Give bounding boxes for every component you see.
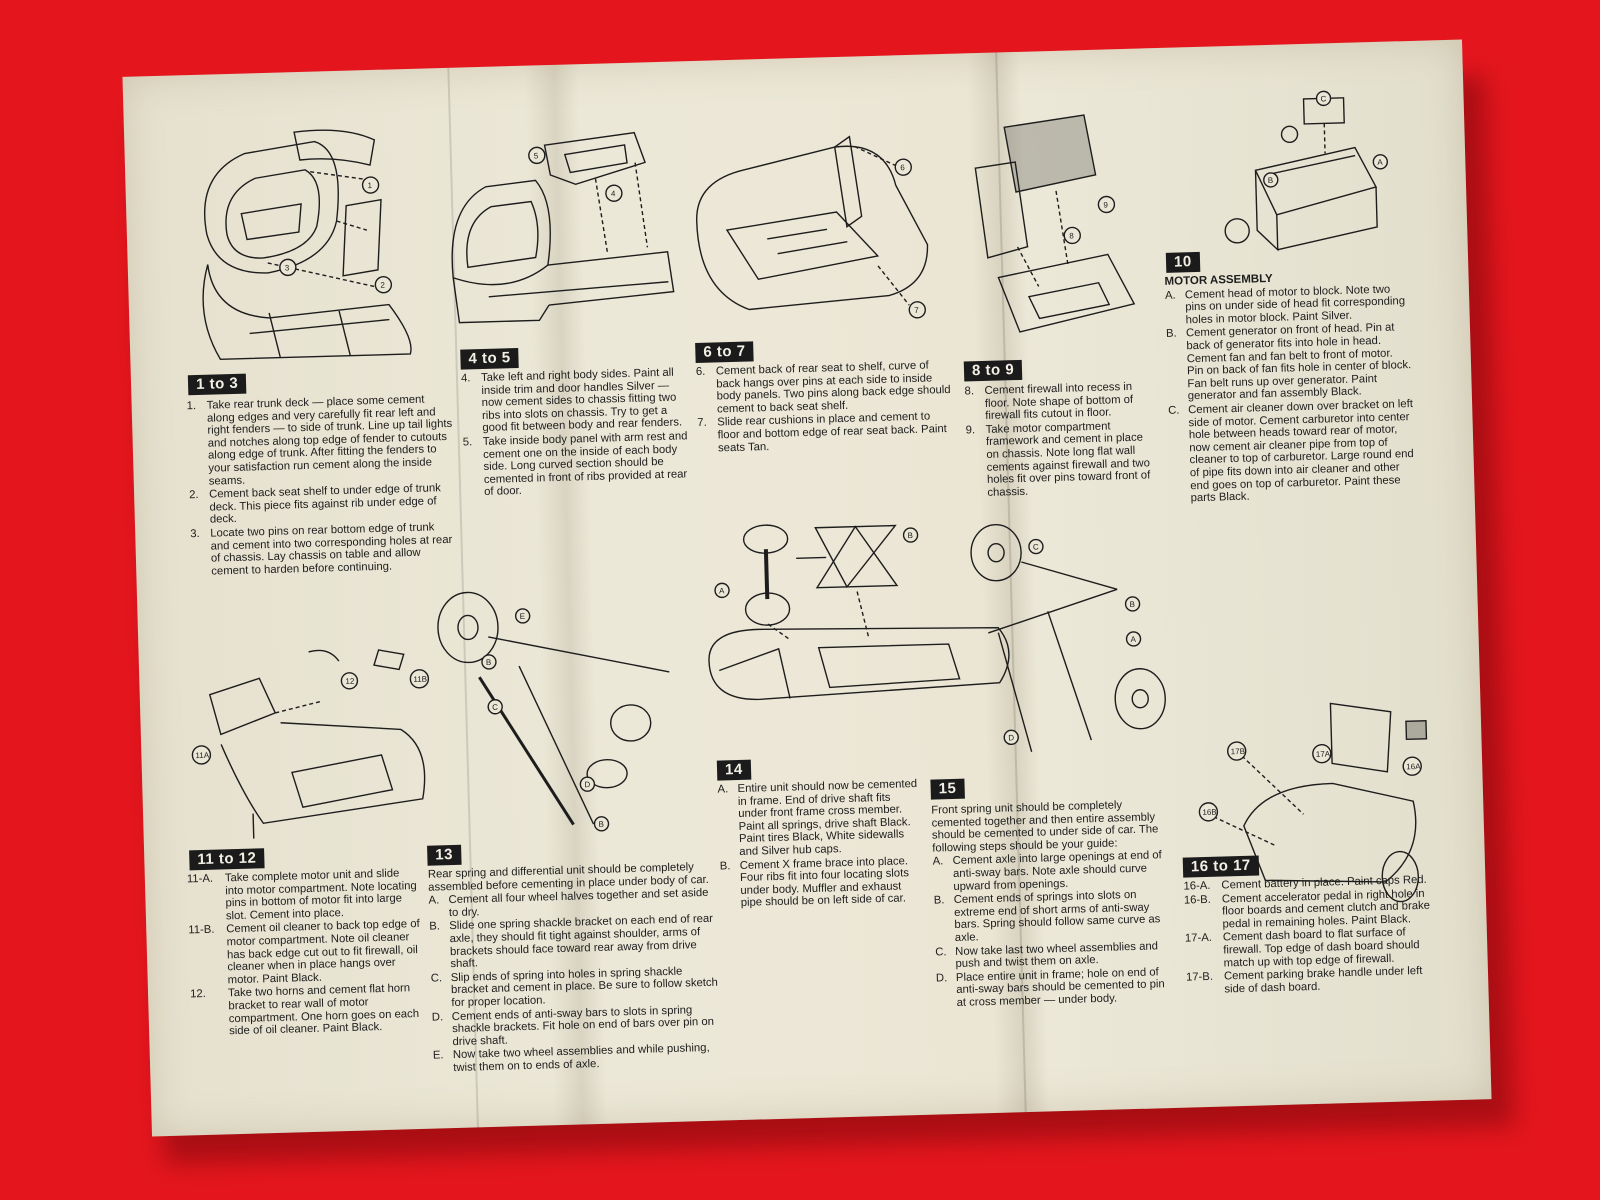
callout-11a: 11A [195, 751, 210, 760]
instruction-sheet: 1 2 3 5 4 [122, 39, 1492, 1137]
step-label-11-12: 11 to 12 [189, 848, 265, 871]
callout-4: 4 [611, 189, 616, 198]
illustration-body-sides: 5 4 [444, 122, 680, 338]
callout-7: 7 [914, 306, 919, 315]
callout-B: B [486, 658, 492, 667]
callout-D: D [1008, 733, 1014, 742]
callout-C: C [492, 703, 498, 712]
text-steps-1-3: 1.Take rear trunk deck — place some ceme… [186, 393, 453, 578]
callout-B: B [907, 531, 913, 540]
callout-8: 8 [1069, 231, 1074, 240]
step-label-6-7: 6 to 7 [695, 341, 754, 364]
text-steps-11-12: 11-A.Take complete motor unit and slide … [186, 867, 420, 1038]
step-label-15: 15 [930, 778, 965, 800]
text-steps-4-5: 4.Take left and right body sides. Paint … [460, 366, 688, 499]
text-step-13: Rear spring and differential unit should… [427, 861, 719, 1074]
step-label-8-9: 8 to 9 [963, 359, 1023, 382]
callout-17a: 17A [1316, 749, 1331, 758]
step-label-13: 13 [427, 844, 462, 866]
illustration-front-spring: C B A D [965, 518, 1173, 803]
text-step-14: A.Entire unit should now be cemented in … [717, 778, 918, 910]
callout-B: B [1268, 176, 1274, 185]
text-step-10: MOTOR ASSEMBLY A.Cement head of motor to… [1164, 269, 1415, 506]
callout-5: 5 [534, 151, 539, 160]
callout-17b: 17B [1231, 747, 1245, 756]
step-label-16-17: 16 to 17 [1182, 855, 1260, 878]
callout-3: 3 [285, 263, 290, 272]
callout-1: 1 [367, 181, 372, 190]
callout-C: C [1320, 94, 1326, 103]
text-steps-8-9: 8.Cement firewall into recess in floor. … [964, 380, 1151, 499]
illustration-dashboard: 17B 17A 16A 16B [1180, 680, 1446, 917]
illustration-motor-compartment: 12 11B 11A [178, 628, 444, 845]
step-label-14: 14 [716, 759, 752, 781]
callout-2: 2 [380, 281, 385, 290]
callout-B-lower: B [598, 820, 604, 829]
callout-12: 12 [345, 677, 355, 686]
callout-E: E [520, 612, 526, 621]
callout-16a: 16A [1406, 762, 1421, 771]
step-label-10: 10 [1165, 251, 1201, 273]
callout-A: A [1377, 158, 1383, 167]
callout-9: 9 [1103, 200, 1108, 209]
illustration-chassis: A B [695, 492, 1032, 751]
illustration-rear-trunk: 1 2 3 [184, 109, 431, 366]
illustration-firewall: 9 8 [954, 103, 1151, 348]
text-step-15: Front spring unit should be completely c… [931, 799, 1165, 1009]
step-label-4-5: 4 to 5 [460, 347, 519, 370]
callout-C: C [1033, 543, 1039, 552]
text-steps-6-7: 6.Cement back of rear seat to shelf, cur… [695, 359, 951, 454]
callout-16b: 16B [1202, 808, 1216, 817]
callout-D: D [584, 780, 590, 789]
illustration-rear-seat: 6 7 [684, 114, 950, 331]
callout-A: A [719, 586, 725, 595]
callout-B: B [1129, 600, 1135, 609]
text-steps-16-17: 16-A.Cement battery in place. Paint caps… [1183, 873, 1431, 996]
callout-6: 6 [900, 163, 905, 172]
illustration-rear-spring: E B C D B [427, 581, 694, 848]
step-label-1-3: 1 to 3 [187, 373, 247, 396]
callout-11b: 11B [413, 675, 427, 684]
callout-A: A [1130, 635, 1136, 644]
illustration-motor: C A B [1193, 76, 1398, 262]
